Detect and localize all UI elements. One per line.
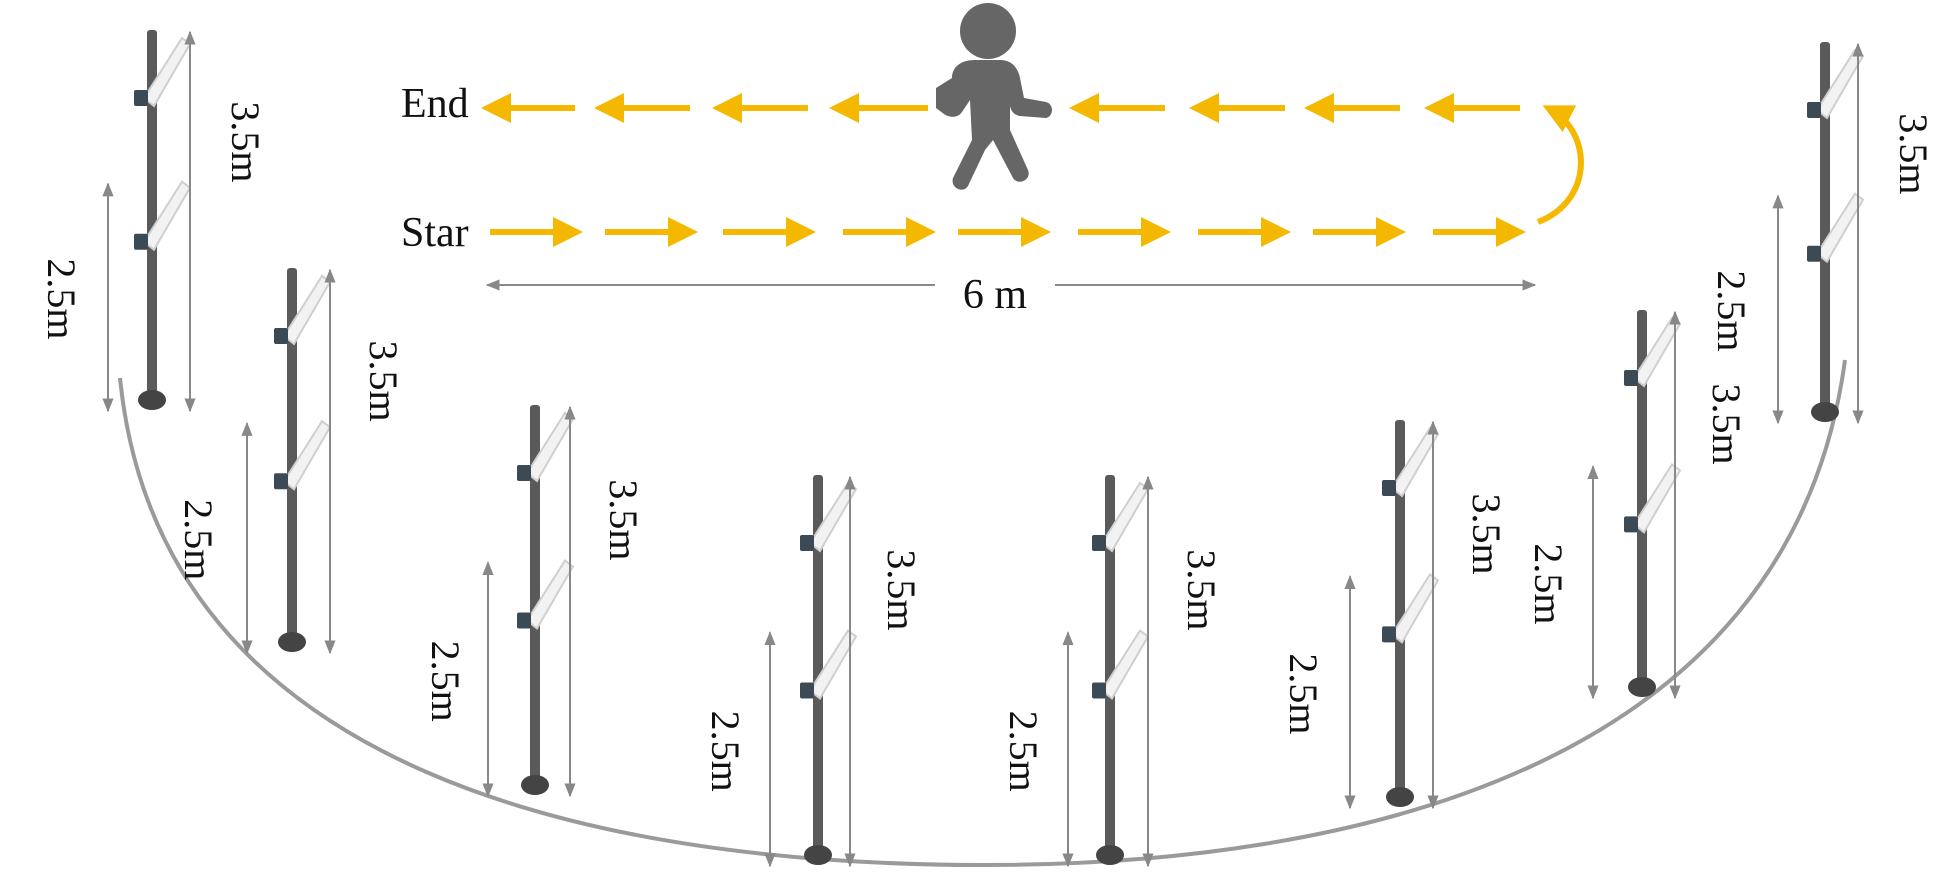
upper-height-label: 3.5m: [1179, 549, 1224, 630]
camera-poles: 3.5m 2.5m 3.5m 2.5m 3.5m 2.5m 3.5m 2.5m 3.5m 2.5m…: [39, 30, 1936, 868]
upper-height-label: 3.5m: [879, 549, 924, 630]
pole-shaft: [530, 405, 540, 788]
upper-height-label: 3.5m: [1891, 113, 1936, 194]
width-label: 6 m: [963, 272, 1028, 318]
lower-height-label: 2.5m: [1526, 543, 1571, 624]
camera-pole-icon: 3.5m 2.5m: [39, 30, 268, 413]
camera-pole-icon: 3.5m 2.5m: [1526, 310, 1749, 700]
camera-pole-icon: 3.5m 2.5m: [1001, 475, 1224, 868]
upper-height-label: 3.5m: [601, 479, 646, 560]
camera-pole-icon: 3.5m 2.5m: [703, 475, 924, 868]
upper-height-label: 3.5m: [1464, 493, 1509, 574]
pole-shaft: [1637, 310, 1647, 690]
start-label: Star: [401, 210, 469, 256]
upper-height-label: 3.5m: [223, 101, 268, 182]
lower-height-label: 2.5m: [423, 641, 468, 722]
pole-base: [1628, 677, 1656, 697]
camera-arc: [118, 359, 1847, 868]
pole-shaft: [287, 268, 297, 645]
pole-shaft: [1105, 475, 1115, 858]
end-label: End: [401, 81, 469, 127]
lower-height-label: 2.5m: [1001, 711, 1046, 792]
u-turn-arrow-icon: [1536, 105, 1584, 225]
upper-height-label: 3.5m: [1704, 383, 1749, 464]
camera-pole-icon: 3.5m 2.5m: [1709, 42, 1936, 425]
walking-path: [481, 93, 1526, 247]
lower-height-label: 2.5m: [703, 711, 748, 792]
camera-pole-icon: 3.5m 2.5m: [176, 268, 406, 655]
lower-height-label: 2.5m: [176, 499, 221, 580]
camera-pole-icon: 3.5m 2.5m: [423, 405, 646, 798]
walking-person-icon: [936, 3, 1052, 190]
pole-base: [804, 845, 832, 865]
lower-height-label: 2.5m: [1709, 270, 1754, 351]
lower-height-label: 2.5m: [39, 258, 84, 339]
pole-base: [521, 775, 549, 795]
pole-base: [1811, 402, 1839, 422]
lower-height-label: 2.5m: [1281, 653, 1326, 734]
pole-shaft: [147, 30, 157, 403]
pole-shaft: [813, 475, 823, 858]
pole-base: [1386, 787, 1414, 807]
pole-base: [138, 390, 166, 410]
pole-base: [1096, 845, 1124, 865]
width-dimension: 6 m: [485, 272, 1537, 318]
upper-height-label: 3.5m: [361, 341, 406, 422]
pole-shaft: [1395, 420, 1405, 800]
camera-pole-icon: 3.5m 2.5m: [1281, 420, 1509, 810]
pole-shaft: [1820, 42, 1830, 415]
pole-base: [278, 632, 306, 652]
